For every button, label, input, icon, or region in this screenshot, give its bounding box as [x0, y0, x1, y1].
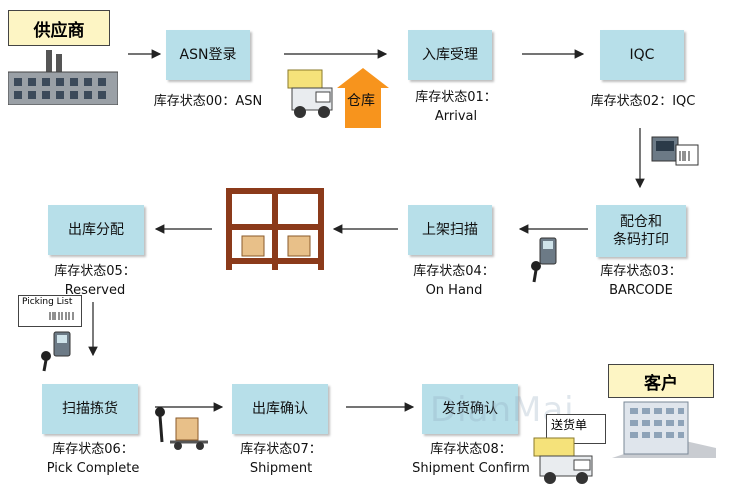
delivery-truck-icon [287, 69, 333, 118]
status-06: 库存状态06： Pick Complete [36, 440, 150, 478]
status-03-line2: BARCODE [609, 283, 673, 298]
picking-list-doc: Picking List [18, 295, 82, 327]
status-07-line2: Shipment [249, 461, 313, 476]
picking-list-text: Picking List [22, 297, 73, 307]
receive-text: 入库受理 [422, 47, 478, 63]
status-05: 库存状态05： Reserved [36, 262, 154, 300]
shipment-confirm-text: 出库确认 [252, 401, 308, 417]
status-04-line1: 库存状态04： [413, 264, 495, 279]
scan-pick-text: 扫描拣货 [62, 401, 118, 417]
status-03: 库存状态03： BARCODE [580, 262, 702, 300]
warehouse-label: 仓库 [343, 92, 379, 111]
receive-box: 入库受理 [408, 30, 492, 80]
picker-scanner-icon [41, 331, 71, 372]
iqc-text: IQC [629, 47, 655, 63]
customer-text: 客户 [644, 373, 678, 394]
status-02: 库存状态02：IQC [578, 92, 708, 111]
status-01-line2: Arrival [434, 109, 478, 124]
status-03-line1: 库存状态03： [600, 264, 682, 279]
status-00-text: 库存状态00：ASN [153, 94, 263, 109]
outbound-allocate-text: 出库分配 [68, 222, 124, 238]
status-08-line2: Shipment Confirm [412, 461, 530, 476]
delivery-note-doc: 送货单 [546, 414, 606, 444]
putaway-text: 上架扫描 [422, 222, 478, 238]
asn-login-box: ASN登录 [166, 30, 250, 80]
outbound-truck-icon [533, 437, 593, 484]
asn-login-text: ASN登录 [179, 47, 237, 63]
status-07: 库存状态07： Shipment [224, 440, 338, 478]
status-08: 库存状态08： Shipment Confirm [406, 440, 536, 478]
outbound-allocate-box: 出库分配 [48, 205, 144, 255]
warehouse-text: 仓库 [347, 93, 375, 109]
status-08-line1: 库存状态08： [430, 442, 512, 457]
allocate-line2: 条码打印 [613, 232, 669, 248]
storage-shelf-icon [226, 188, 324, 270]
customer-building-icon [612, 401, 716, 458]
putaway-scan-box: 上架扫描 [408, 205, 492, 255]
barcode-printer-icon [651, 136, 699, 166]
allocate-print-box: 配仓和 条码打印 [596, 205, 686, 257]
customer-label: 客户 [608, 364, 714, 398]
supplier-label: 供应商 [8, 10, 110, 46]
factory-icon [8, 50, 118, 105]
warehouse-arrow-icon [337, 68, 389, 128]
status-06-line1: 库存状态06： [52, 442, 134, 457]
status-05-line1: 库存状态05： [54, 264, 136, 279]
delivery-confirm-text: 发货确认 [442, 401, 498, 417]
shipment-confirm-box: 出库确认 [232, 384, 328, 434]
picking-barcode-icon [49, 312, 74, 320]
scan-pick-box: 扫描拣货 [42, 384, 138, 434]
status-00: 库存状态00：ASN [140, 92, 276, 111]
iqc-box: IQC [600, 30, 684, 80]
allocate-line1: 配仓和 [620, 214, 662, 230]
status-02-text: 库存状态02：IQC [590, 94, 696, 109]
supplier-text: 供应商 [33, 20, 85, 41]
handheld-scanner-icon [531, 237, 557, 283]
status-04: 库存状态04： On Hand [398, 262, 510, 300]
status-01: 库存状态01： Arrival [394, 88, 518, 126]
status-04-line2: On Hand [425, 283, 483, 298]
hand-cart-icon [155, 407, 208, 450]
status-07-line1: 库存状态07： [240, 442, 322, 457]
delivery-note-text: 送货单 [551, 418, 588, 432]
status-06-line2: Pick Complete [46, 461, 140, 476]
delivery-confirm-box: 发货确认 [422, 384, 518, 434]
status-05-line2: Reserved [64, 283, 126, 298]
status-01-line1: 库存状态01： [415, 90, 497, 105]
